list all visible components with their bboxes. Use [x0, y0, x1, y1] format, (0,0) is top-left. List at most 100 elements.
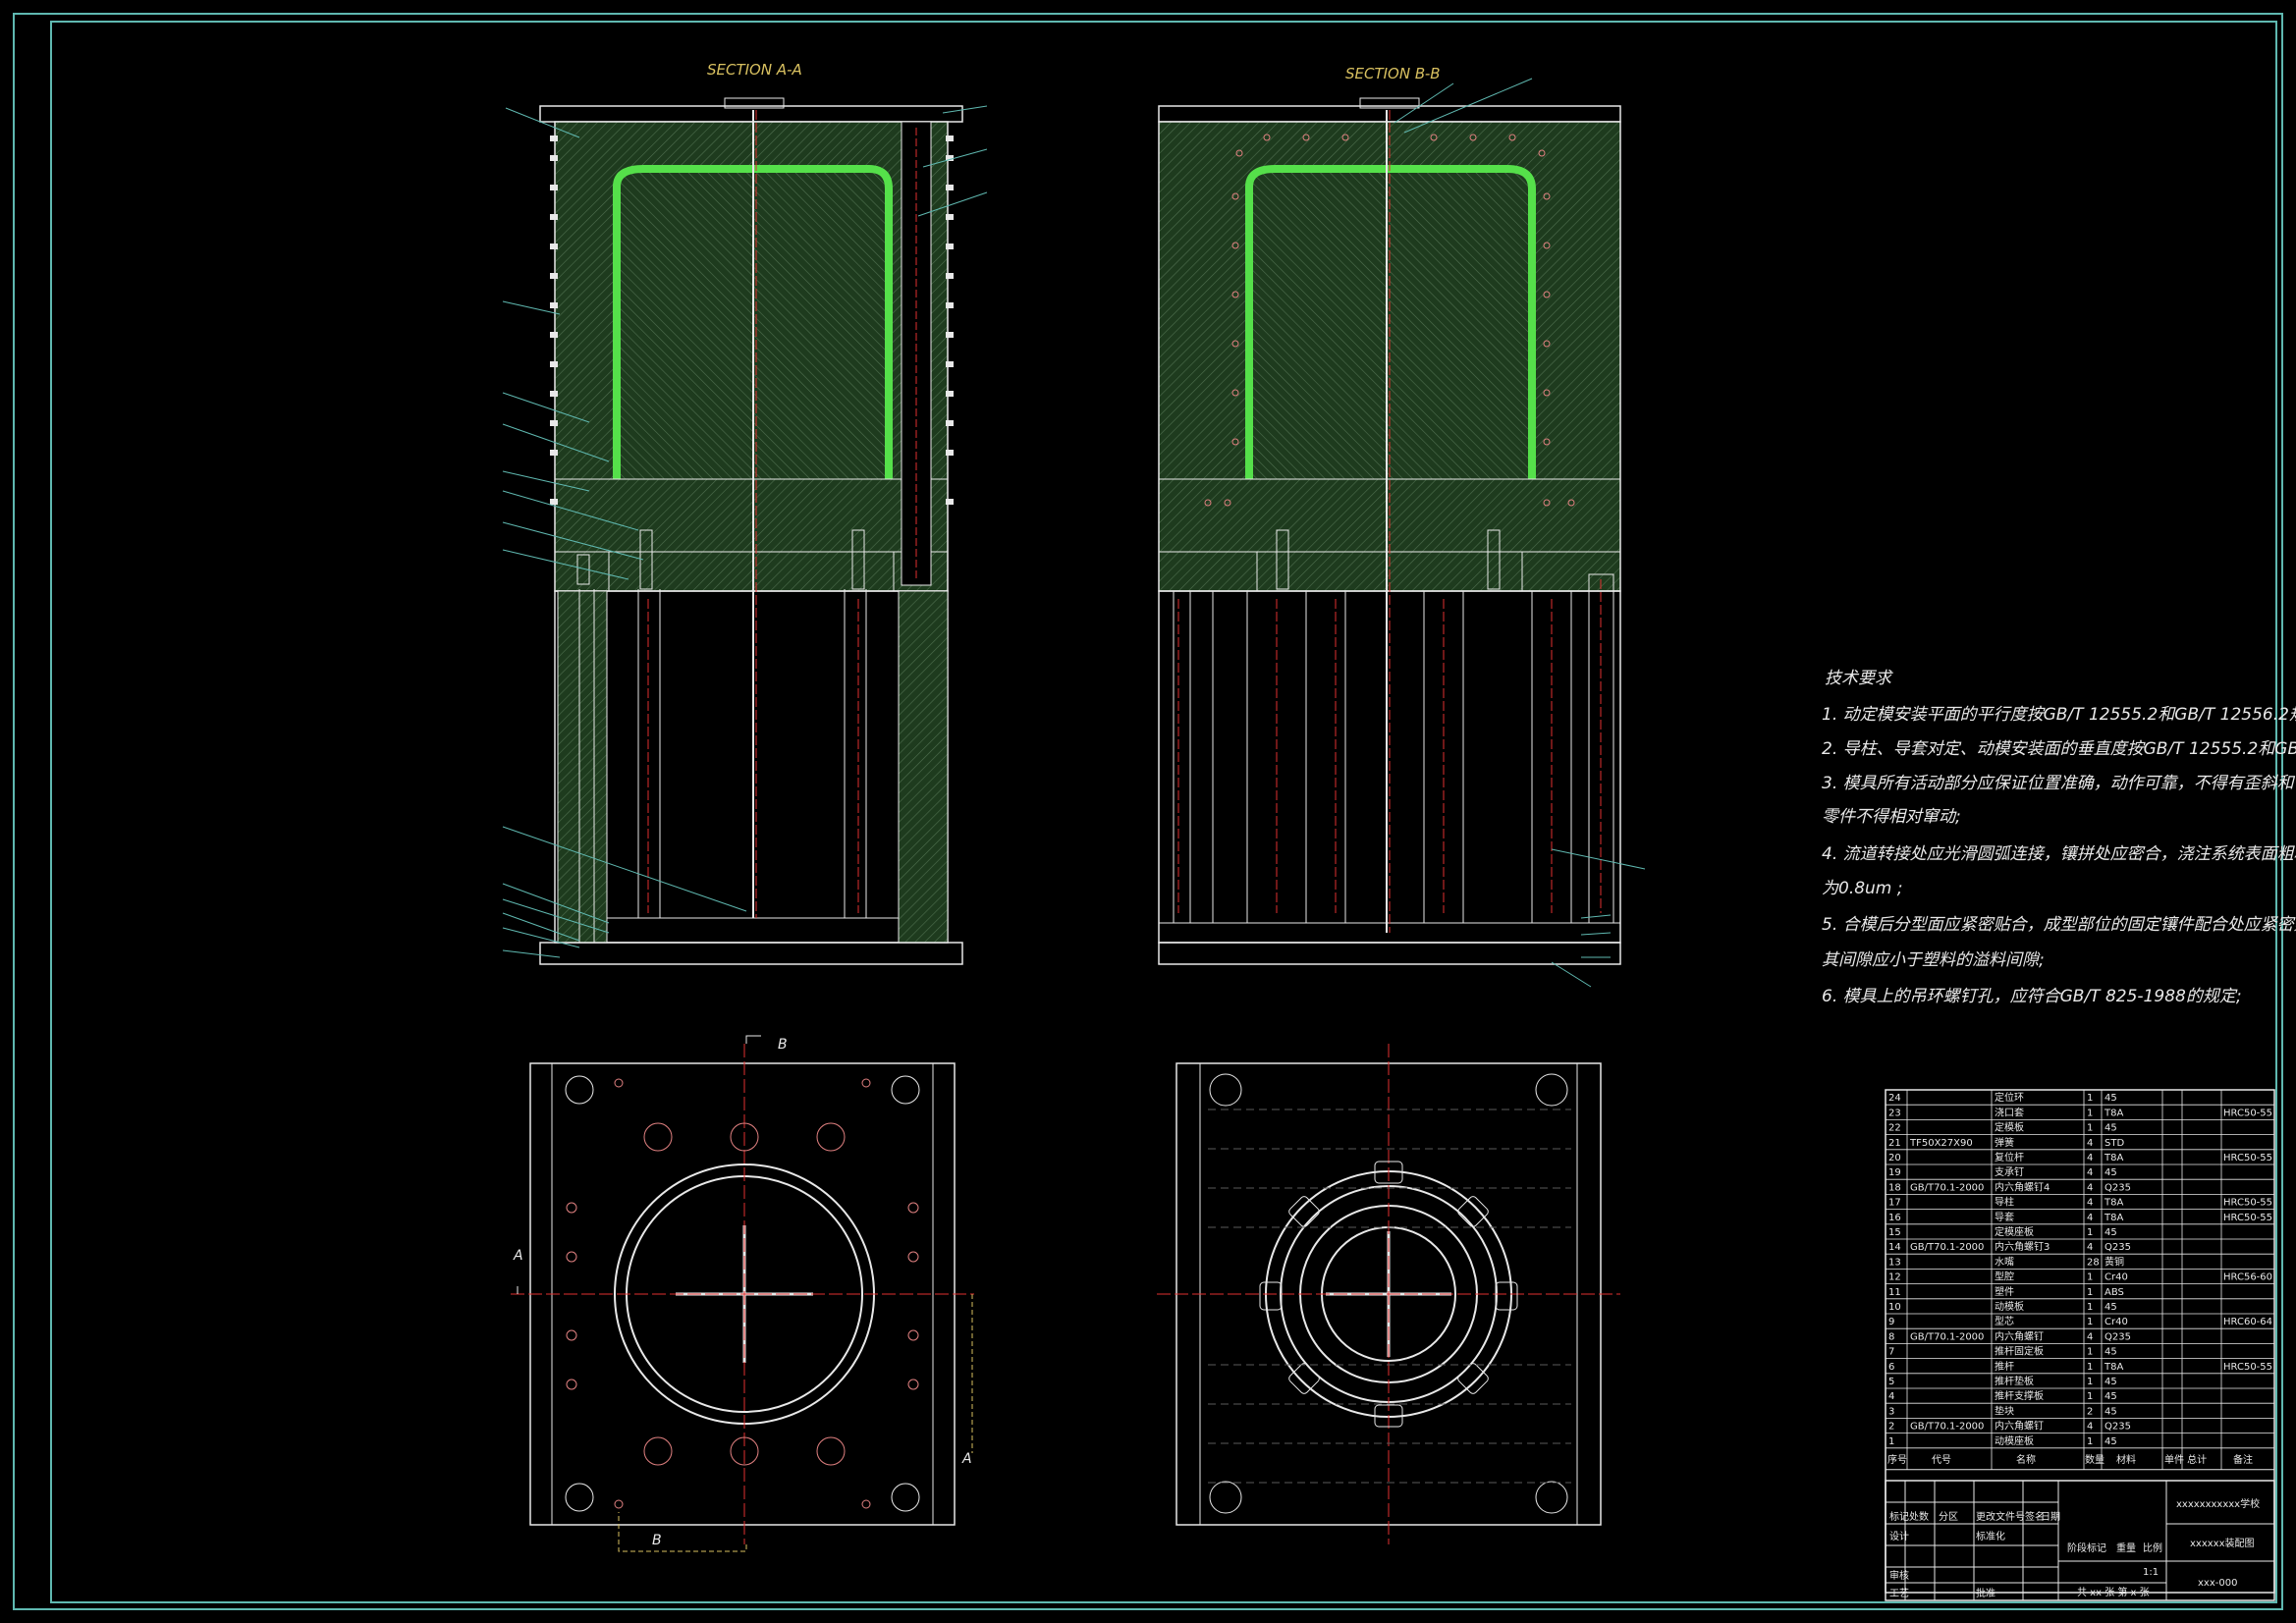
bom-cell-qty: 4	[2087, 1422, 2093, 1433]
tb-label: 比例	[2143, 1542, 2162, 1554]
bom-cell-qty: 4	[2087, 1138, 2093, 1149]
bom-cell-mat: T8A	[2104, 1198, 2123, 1209]
tb-label: 批准	[1976, 1587, 1995, 1599]
bom-cell-name: 定模板	[1995, 1121, 2024, 1134]
tb-label: 标准化	[1976, 1530, 2005, 1542]
bom-cell-name: 塑件	[1995, 1286, 2014, 1298]
bom-cell-qty: 1	[2087, 1302, 2093, 1313]
tb-label: 重量	[2116, 1542, 2136, 1554]
bom-cell-code: GB/T70.1-2000	[1910, 1422, 1984, 1433]
bom-cell-qty: 4	[2087, 1153, 2093, 1163]
bom-cell-no: 19	[1888, 1167, 1901, 1178]
bom-cell-mat: 45	[2105, 1167, 2117, 1178]
bom-cell-no: 2	[1888, 1422, 1894, 1433]
tb-label: 审核	[1889, 1569, 1909, 1582]
bom-cell-code: TF50X27X90	[1909, 1138, 1973, 1149]
bom-cell-no: 8	[1888, 1331, 1894, 1342]
bom-cell-qty: 4	[2087, 1182, 2093, 1193]
bom-cell-name: 动模座板	[1995, 1434, 2034, 1447]
bom-header-code: 代号	[1932, 1454, 1951, 1466]
requirements-heading: 技术要求	[1825, 669, 1893, 688]
bom-cell-no: 21	[1888, 1138, 1901, 1149]
bom-header-no: 序号	[1887, 1453, 1907, 1466]
bom-cell-no: 6	[1888, 1362, 1894, 1373]
bom-cell-qty: 4	[2087, 1213, 2093, 1223]
requirement-line: 6. 模具上的吊环螺钉孔，应符合GB/T 825-1988的规定;	[1822, 987, 2242, 1006]
bom-cell-mat: 45	[2105, 1391, 2117, 1402]
bom-cell-no: 9	[1888, 1317, 1894, 1327]
bom-cell-name: 复位杆	[1995, 1151, 2024, 1163]
bom-cell-mat: Cr40	[2105, 1317, 2128, 1327]
bom-cell-mat: Q235	[2105, 1242, 2131, 1253]
bom-cell-qty: 4	[2087, 1331, 2093, 1342]
bom-cell-no: 16	[1888, 1213, 1901, 1223]
requirement-line: 零件不得相对窜动;	[1822, 807, 1961, 827]
section-a-title: SECTION A-A	[707, 61, 802, 79]
bom-cell-no: 1	[1888, 1436, 1894, 1447]
requirement-line: 为0.8um ;	[1822, 879, 1903, 898]
plan-view-fixed-half: B B A A	[511, 1035, 974, 1552]
bom-cell-note: HRC50-55	[2223, 1362, 2272, 1373]
section-b-title: SECTION B-B	[1345, 65, 1441, 82]
bom-header-mat: 材料	[2116, 1453, 2136, 1466]
bom-cell-note: HRC50-55	[2223, 1198, 2272, 1209]
bom-cell-qty: 28	[2087, 1257, 2100, 1268]
bom-cell-qty: 1	[2087, 1377, 2093, 1387]
bom-cell-name: 推杆支撑板	[1995, 1389, 2044, 1402]
bom-cell-mat: 45	[2105, 1347, 2117, 1358]
bom-cell-mat: Cr40	[2105, 1272, 2128, 1283]
plan-view-moving-half	[1157, 1044, 1620, 1544]
bom-cell-no: 20	[1888, 1153, 1901, 1163]
tb-label: 更改文件号	[1976, 1510, 2025, 1523]
bom-cell-mat: 45	[2105, 1406, 2117, 1417]
tb-label: 分区	[1939, 1511, 1958, 1523]
inner-frame	[50, 21, 2277, 1603]
bom-cell-mat: 45	[2105, 1377, 2117, 1387]
bom-cell-no: 13	[1888, 1257, 1901, 1268]
school-name: xxxxxxxxxxx学校	[2176, 1497, 2260, 1510]
bom-cell-code: GB/T70.1-2000	[1910, 1242, 1984, 1253]
bom-cell-qty: 1	[2087, 1272, 2093, 1283]
bom-cell-mat: Q235	[2105, 1182, 2131, 1193]
bom-cell-name: 内六角螺钉4	[1995, 1180, 2050, 1193]
bom-cell-qty: 4	[2087, 1198, 2093, 1209]
requirement-line: 3. 模具所有活动部分应保证位置准确，动作可靠，不得有歪斜和卡滞现象，要求固定的	[1822, 774, 2296, 793]
bom-cell-qty: 1	[2087, 1362, 2093, 1373]
requirement-line: 其间隙应小于塑料的溢料间隙;	[1822, 950, 2045, 970]
bom-cell-qty: 4	[2087, 1242, 2093, 1253]
bom-cell-note: HRC50-55	[2223, 1213, 2272, 1223]
bom-cell-qty: 1	[2087, 1093, 2093, 1104]
cooling-holes	[1204, 134, 1575, 507]
bom-cell-qty: 1	[2087, 1317, 2093, 1327]
bom-cell-name: 导柱	[1995, 1196, 2014, 1209]
bom-cell-no: 11	[1888, 1287, 1901, 1298]
tb-label: 处数	[1909, 1510, 1929, 1523]
bom-cell-mat: Q235	[2105, 1331, 2131, 1342]
bom-cell-name: 支承钉	[1995, 1166, 2024, 1178]
cut-label-a-left: A	[513, 1248, 523, 1264]
bom-cell-name: 导套	[1995, 1211, 2014, 1223]
bom-cell-name: 垫块	[1995, 1404, 2014, 1417]
bom-cell-name: 内六角螺钉	[1995, 1420, 2044, 1433]
bom-cell-name: 型芯	[1995, 1315, 2014, 1327]
cut-label-b-top: B	[778, 1037, 788, 1053]
bom-cell-name: 推杆	[1995, 1360, 2014, 1373]
bom-cell-code: GB/T70.1-2000	[1910, 1331, 1984, 1342]
requirement-line: 4. 流道转接处应光滑圆弧连接，镶拼处应密合，浇注系统表面粗糙度参数Ra最大允许…	[1822, 844, 2296, 864]
bom-cell-name: 浇口套	[1995, 1106, 2024, 1118]
drawing-name: xxxxxx装配图	[2190, 1537, 2255, 1549]
bom-cell-note: HRC60-64	[2223, 1317, 2272, 1327]
tb-label: 日期	[2041, 1511, 2060, 1523]
bom-cell-mat: T8A	[2104, 1108, 2123, 1118]
bom-cell-no: 17	[1888, 1198, 1901, 1209]
bom-cell-qty: 4	[2087, 1167, 2093, 1178]
bom-cell-mat: 黄铜	[2105, 1255, 2124, 1268]
bom-header-note: 备注	[2233, 1453, 2253, 1466]
bom-cell-no: 4	[1888, 1391, 1894, 1402]
bom-cell-mat: ABS	[2105, 1287, 2124, 1298]
title-block: xxxxxxxxxxx学校 xxxxxx装配图 xxx-000 共 xx 张 第…	[1885, 1480, 2275, 1601]
requirement-line: 5. 合模后分型面应紧密贴合，成型部位的固定镶件配合处应紧密贴合，如有局部间隙，	[1822, 915, 2296, 935]
bom-cell-name: 推杆垫板	[1995, 1375, 2034, 1387]
bom-cell-no: 15	[1888, 1227, 1901, 1238]
bom-cell-name: 内六角螺钉3	[1995, 1240, 2050, 1253]
